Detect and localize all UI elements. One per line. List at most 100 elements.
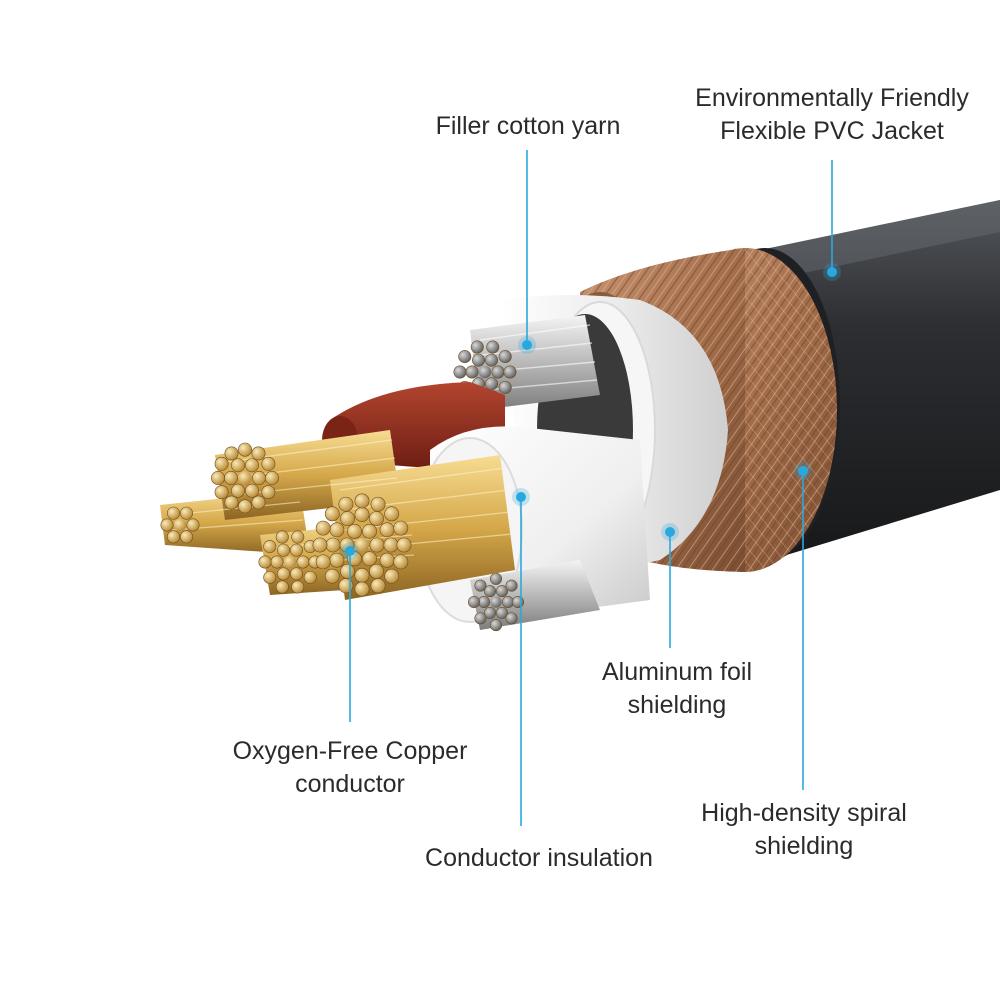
copper-strand-end bbox=[277, 543, 290, 557]
callout-dot-insulation bbox=[516, 492, 526, 502]
copper-strand-end bbox=[354, 537, 370, 553]
filler-strand-end bbox=[501, 595, 514, 608]
label-copper-conductor: Oxygen-Free Copper conductor bbox=[214, 735, 486, 801]
copper-strand-end bbox=[265, 471, 279, 485]
copper-strand-end bbox=[369, 563, 384, 579]
copper-strand-end bbox=[291, 530, 305, 544]
copper-strand-end bbox=[186, 518, 200, 532]
copper-strand-end bbox=[167, 530, 180, 544]
copper-strand-end bbox=[384, 506, 400, 522]
label-foil-line1: Aluminum foil bbox=[601, 658, 753, 686]
copper-strand-end bbox=[393, 520, 409, 536]
filler-strand-end bbox=[495, 585, 508, 598]
copper-strand-end bbox=[261, 485, 276, 500]
callout-dot-foil bbox=[665, 527, 675, 537]
copper-strand-end bbox=[329, 552, 345, 568]
label-jacket-line2: Flexible PVC Jacket bbox=[720, 117, 944, 145]
copper-strand-end bbox=[245, 458, 259, 473]
copper-strand-end bbox=[258, 555, 272, 569]
filler-strand-end bbox=[486, 340, 500, 354]
copper-strand-end bbox=[180, 506, 193, 520]
copper-strand-end bbox=[324, 506, 340, 522]
copper-strand-end bbox=[325, 537, 341, 553]
filler-strand-end bbox=[485, 353, 498, 367]
copper-strand-end bbox=[263, 540, 277, 554]
copper-strand-end bbox=[379, 552, 395, 568]
filler-strand-end bbox=[491, 365, 505, 379]
copper-strand-end bbox=[251, 495, 266, 510]
filler-strand-end bbox=[474, 579, 487, 592]
copper-strand-end bbox=[160, 518, 174, 532]
copper-strand-end bbox=[340, 563, 355, 579]
filler-yarn-top bbox=[453, 315, 600, 410]
copper-strand-end bbox=[329, 522, 345, 538]
copper-strand-end bbox=[370, 496, 386, 512]
copper-strand-end bbox=[238, 471, 252, 485]
filler-strand-end bbox=[477, 595, 490, 608]
filler-strand-end bbox=[472, 353, 485, 367]
copper-strand-end bbox=[277, 567, 290, 581]
filler-strand-end bbox=[453, 365, 467, 379]
callout-dot-filler bbox=[522, 340, 532, 350]
callout-dot-jacket bbox=[827, 267, 837, 277]
filler-strand-end bbox=[465, 365, 479, 379]
copper-strand-end bbox=[231, 483, 245, 498]
label-aluminum-foil: Aluminum foil shielding bbox=[582, 656, 772, 722]
label-jacket-line1: Environmentally Friendly bbox=[695, 84, 969, 112]
copper-strand-end bbox=[315, 520, 331, 536]
copper-strand-end bbox=[283, 555, 297, 569]
filler-strand-end bbox=[470, 340, 484, 354]
copper-strand-end bbox=[231, 458, 245, 473]
copper-strand-end bbox=[379, 522, 395, 538]
filler-strand-end bbox=[498, 380, 512, 394]
label-spiral-line2: shielding bbox=[754, 832, 854, 860]
label-filler-text: Filler cotton yarn bbox=[435, 112, 621, 140]
copper-strand-end bbox=[369, 537, 385, 553]
copper-strand-end bbox=[362, 523, 377, 539]
copper-strand-end bbox=[312, 537, 328, 553]
copper-strand-end bbox=[224, 471, 238, 485]
filler-strand-end bbox=[498, 350, 512, 364]
copper-strand-end bbox=[370, 578, 386, 594]
copper-strand-end bbox=[261, 456, 276, 471]
callout-dot-copper bbox=[345, 546, 355, 556]
copper-strand-end bbox=[354, 493, 370, 509]
copper-strand-end bbox=[270, 555, 284, 569]
filler-strand-end bbox=[485, 377, 498, 391]
copper-strand-end bbox=[224, 495, 239, 510]
filler-strand-end bbox=[489, 619, 502, 632]
copper-strand-end bbox=[362, 551, 377, 567]
copper-strand-end bbox=[296, 555, 310, 569]
copper-strand-end bbox=[303, 570, 317, 584]
copper-strand-end bbox=[324, 568, 340, 584]
copper-strand-end bbox=[290, 543, 303, 557]
copper-strand-end bbox=[338, 578, 354, 594]
copper-strand-end bbox=[211, 471, 225, 485]
filler-strand-end bbox=[505, 612, 518, 625]
copper-strand-end bbox=[173, 518, 187, 532]
copper-strand-end bbox=[384, 568, 400, 584]
filler-strand-end bbox=[490, 596, 502, 608]
filler-strand-end bbox=[474, 612, 487, 625]
filler-strand-end bbox=[467, 595, 480, 608]
filler-strand-end bbox=[495, 606, 508, 619]
copper-strand-end bbox=[291, 580, 305, 594]
label-spiral-line1: High-density spiral bbox=[701, 799, 907, 827]
copper-strand-end bbox=[393, 554, 409, 570]
label-conductor-insulation: Conductor insulation bbox=[410, 842, 668, 875]
filler-strand-end bbox=[483, 585, 496, 598]
copper-strand-end bbox=[214, 456, 229, 471]
copper-strand-end bbox=[224, 446, 239, 461]
copper-strand-end bbox=[167, 506, 180, 520]
copper-strand-end bbox=[251, 446, 266, 461]
filler-strand-end bbox=[511, 595, 524, 608]
copper-strand-end bbox=[263, 570, 277, 584]
copper-strand-end bbox=[340, 511, 355, 527]
filler-strand-end bbox=[483, 606, 496, 619]
callouts bbox=[341, 150, 841, 826]
copper-strand-end bbox=[354, 507, 370, 522]
filler-strand-end bbox=[478, 365, 492, 379]
copper-strand-end bbox=[238, 442, 252, 457]
filler-strand-end bbox=[489, 572, 502, 585]
